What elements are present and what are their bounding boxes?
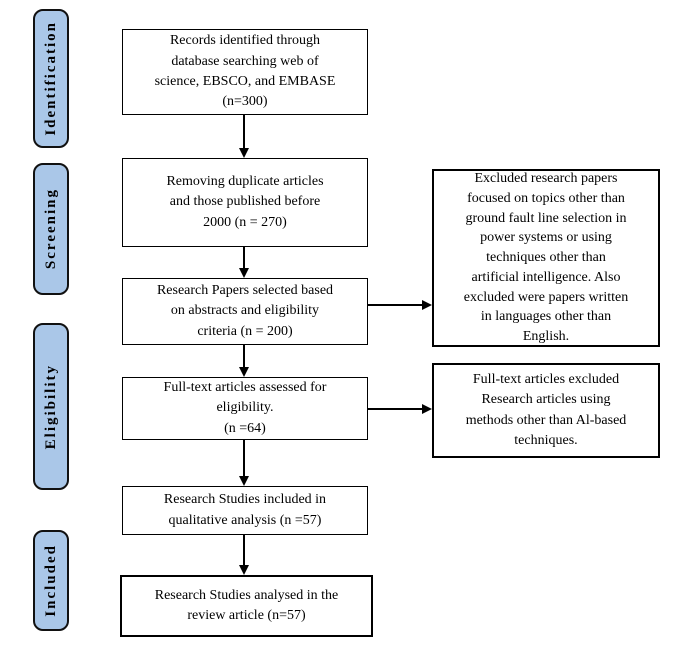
flow-box-duplicates-removed: Removing duplicate articles and those pu… bbox=[122, 158, 368, 247]
arrow-right-2-line bbox=[368, 408, 423, 410]
arrow-down-5-head-icon bbox=[238, 565, 249, 575]
flow-box-records-identified: Records identified through database sear… bbox=[122, 29, 368, 115]
stage-label-eligibility-text: Eligibility bbox=[42, 363, 59, 450]
arrow-down-2-line bbox=[243, 247, 245, 269]
stage-label-screening: Screening bbox=[33, 163, 69, 295]
arrow-down-1-line bbox=[243, 115, 245, 149]
stage-label-screening-text: Screening bbox=[42, 188, 59, 270]
arrow-right-1-head-icon bbox=[422, 299, 432, 310]
arrow-down-3-line bbox=[243, 345, 245, 368]
flow-box-qualitative-included: Research Studies included in qualitative… bbox=[122, 486, 368, 535]
arrow-right-2-head-icon bbox=[422, 403, 432, 414]
arrow-down-5-line bbox=[243, 535, 245, 566]
stage-label-identification: Identification bbox=[33, 9, 69, 148]
stage-label-included-text: Included bbox=[42, 544, 59, 617]
stage-label-identification-text: Identification bbox=[42, 21, 59, 136]
exclusion-box-topics: Excluded research papers focused on topi… bbox=[432, 169, 660, 347]
flow-box-fulltext-assessed: Full-text articles assessed for eligibil… bbox=[122, 377, 368, 440]
arrow-right-1-line bbox=[368, 304, 423, 306]
arrow-down-2-head-icon bbox=[238, 268, 249, 278]
arrow-down-4-line bbox=[243, 440, 245, 477]
arrow-down-1-head-icon bbox=[238, 148, 249, 158]
arrow-down-4-head-icon bbox=[238, 476, 249, 486]
exclusion-box-methods: Full-text articles excluded Research art… bbox=[432, 363, 660, 458]
flow-box-abstracts-selected: Research Papers selected based on abstra… bbox=[122, 278, 368, 345]
arrow-down-3-head-icon bbox=[238, 367, 249, 377]
stage-label-eligibility: Eligibility bbox=[33, 323, 69, 490]
flow-box-review-analysed: Research Studies analysed in the review … bbox=[120, 575, 373, 637]
stage-label-included: Included bbox=[33, 530, 69, 631]
